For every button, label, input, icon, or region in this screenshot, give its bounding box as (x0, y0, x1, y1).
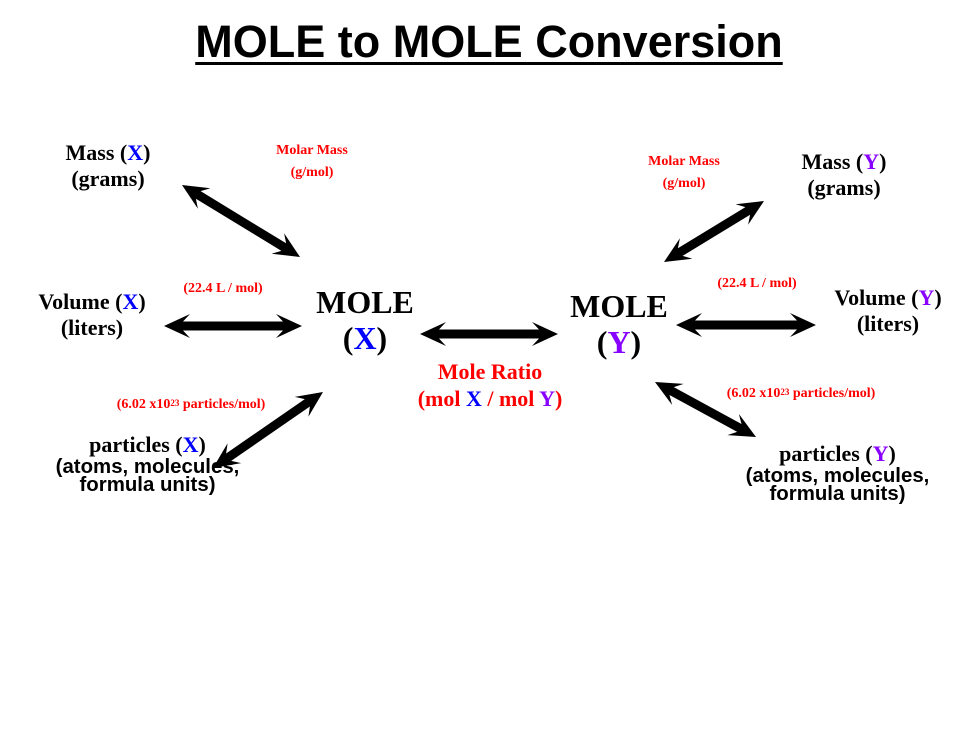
arrow-particles-y-mole-y-icon (655, 382, 756, 437)
mole-ratio-formula: (mol X / mol Y) (417, 386, 563, 411)
molar-mass-x-factor: Molar Mass (g/mol) (252, 140, 372, 184)
particles-x-detail-1: (atoms, molecules, (55, 456, 240, 478)
arrow-mass-y-mole-y-icon (664, 201, 764, 262)
molar-mass-y-factor: Molar Mass (g/mol) (624, 151, 744, 195)
mole-x-node: MOLE (X) (300, 284, 430, 356)
arrow-volume-y-mole-y-icon (676, 313, 816, 337)
molar-mass-x-label: Molar Mass (276, 143, 348, 158)
page-title: MOLE to MOLE Conversion (0, 12, 978, 72)
molar-mass-y-unit: (g/mol) (662, 176, 706, 191)
mole-x-var: (X) (342, 320, 388, 356)
particles-y-detail-2: formula units) (769, 483, 906, 505)
mass-x-node: Mass (X) (grams) (48, 140, 168, 192)
volume-x-node: Volume (X) (liters) (22, 289, 162, 341)
molar-mass-x-unit: (g/mol) (290, 165, 334, 180)
avogadro-y-factor: (6.02 x1023 particles/mol) (726, 386, 876, 401)
volume-x-unit: (liters) (60, 315, 124, 340)
particles-x-detail-2: formula units) (79, 474, 216, 496)
volume-y-factor: (22.4 L / mol) (717, 276, 797, 291)
mole-y-var: (Y) (596, 324, 642, 360)
mass-y-unit: (grams) (807, 175, 881, 200)
particles-y-detail-1: (atoms, molecules, (745, 465, 930, 487)
volume-y-label: Volume (Y) (834, 285, 942, 310)
volume-x-factor: (22.4 L / mol) (183, 281, 263, 296)
mole-y-node: MOLE (Y) (554, 288, 684, 360)
mole-ratio-label: Mole Ratio (437, 359, 543, 384)
avogadro-x-factor: (6.02 x1023 particles/mol) (116, 397, 266, 412)
page-title-text: MOLE to MOLE Conversion (195, 16, 783, 67)
mass-y-node: Mass (Y) (grams) (784, 149, 904, 201)
mass-x-label: Mass (X) (65, 140, 151, 165)
volume-x-label: Volume (X) (38, 289, 146, 314)
arrow-volume-x-mole-x-icon (164, 314, 302, 338)
mole-y-label: MOLE (570, 288, 668, 324)
mass-y-label: Mass (Y) (801, 149, 887, 174)
volume-y-node: Volume (Y) (liters) (818, 285, 958, 337)
particles-x-node: particles (X) (atoms, molecules, formula… (40, 432, 255, 496)
mole-ratio: Mole Ratio (mol X / mol Y) (390, 358, 590, 412)
mass-x-unit: (grams) (71, 166, 145, 191)
particles-x-label: particles (X) (89, 432, 206, 457)
volume-y-unit: (liters) (856, 311, 920, 336)
arrow-particles-x-mole-x-icon (213, 392, 323, 468)
var-x: X (127, 140, 144, 165)
particles-y-node: particles (Y) (atoms, molecules, formula… (730, 441, 945, 505)
mole-x-label: MOLE (316, 284, 414, 320)
particles-y-label: particles (Y) (779, 441, 896, 466)
molar-mass-y-label: Molar Mass (648, 154, 720, 169)
arrow-mole-x-mole-y-icon (420, 322, 558, 346)
arrow-mass-x-mole-x-icon (182, 185, 300, 257)
